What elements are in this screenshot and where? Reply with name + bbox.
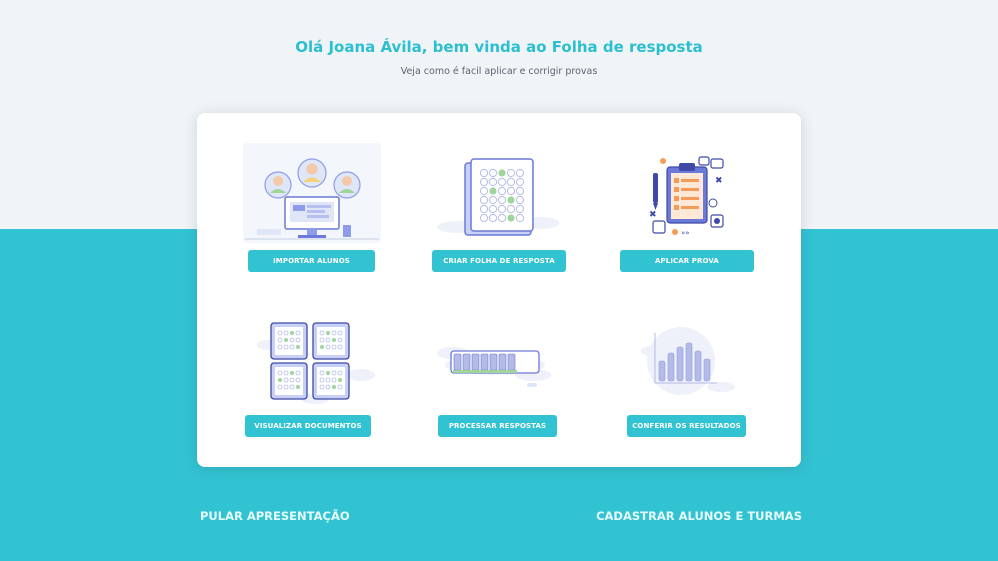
answer-sheet-illustration <box>437 158 559 236</box>
svg-text:✖: ✖ <box>649 210 657 220</box>
process-answers-button[interactable]: PROCESSAR RESPOSTAS <box>438 415 557 437</box>
import-students-illustration <box>243 143 381 243</box>
svg-text:»»: »» <box>681 229 690 237</box>
clipboard-exam-illustration: ✖ ✖ »» <box>649 156 724 237</box>
view-documents-button[interactable]: VISUALIZAR DOCUMENTOS <box>245 415 371 437</box>
welcome-subtitle: Veja como é facil aplicar e corrigir pro… <box>400 66 598 77</box>
apply-exam-button[interactable]: APLICAR PROVA <box>620 250 754 272</box>
onboarding-card: IMPORTAR ALUNOS <box>197 113 801 467</box>
check-results-button[interactable]: CONFERIR OS RESULTADOS <box>627 415 746 437</box>
welcome-title: Olá Joana Ávila, bem vinda ao Folha de r… <box>295 38 703 56</box>
svg-text:✖: ✖ <box>715 176 723 186</box>
progress-bar-illustration <box>437 347 551 387</box>
register-students-link[interactable]: CADASTRAR ALUNOS E TURMAS <box>596 509 802 523</box>
skip-presentation-link[interactable]: PULAR APRESENTAÇÃO <box>200 509 350 523</box>
bar-chart-illustration <box>641 327 735 395</box>
create-answer-sheet-button[interactable]: CRIAR FOLHA DE RESPOSTA <box>432 250 566 272</box>
documents-grid-illustration <box>257 322 375 404</box>
import-students-button[interactable]: IMPORTAR ALUNOS <box>248 250 375 272</box>
